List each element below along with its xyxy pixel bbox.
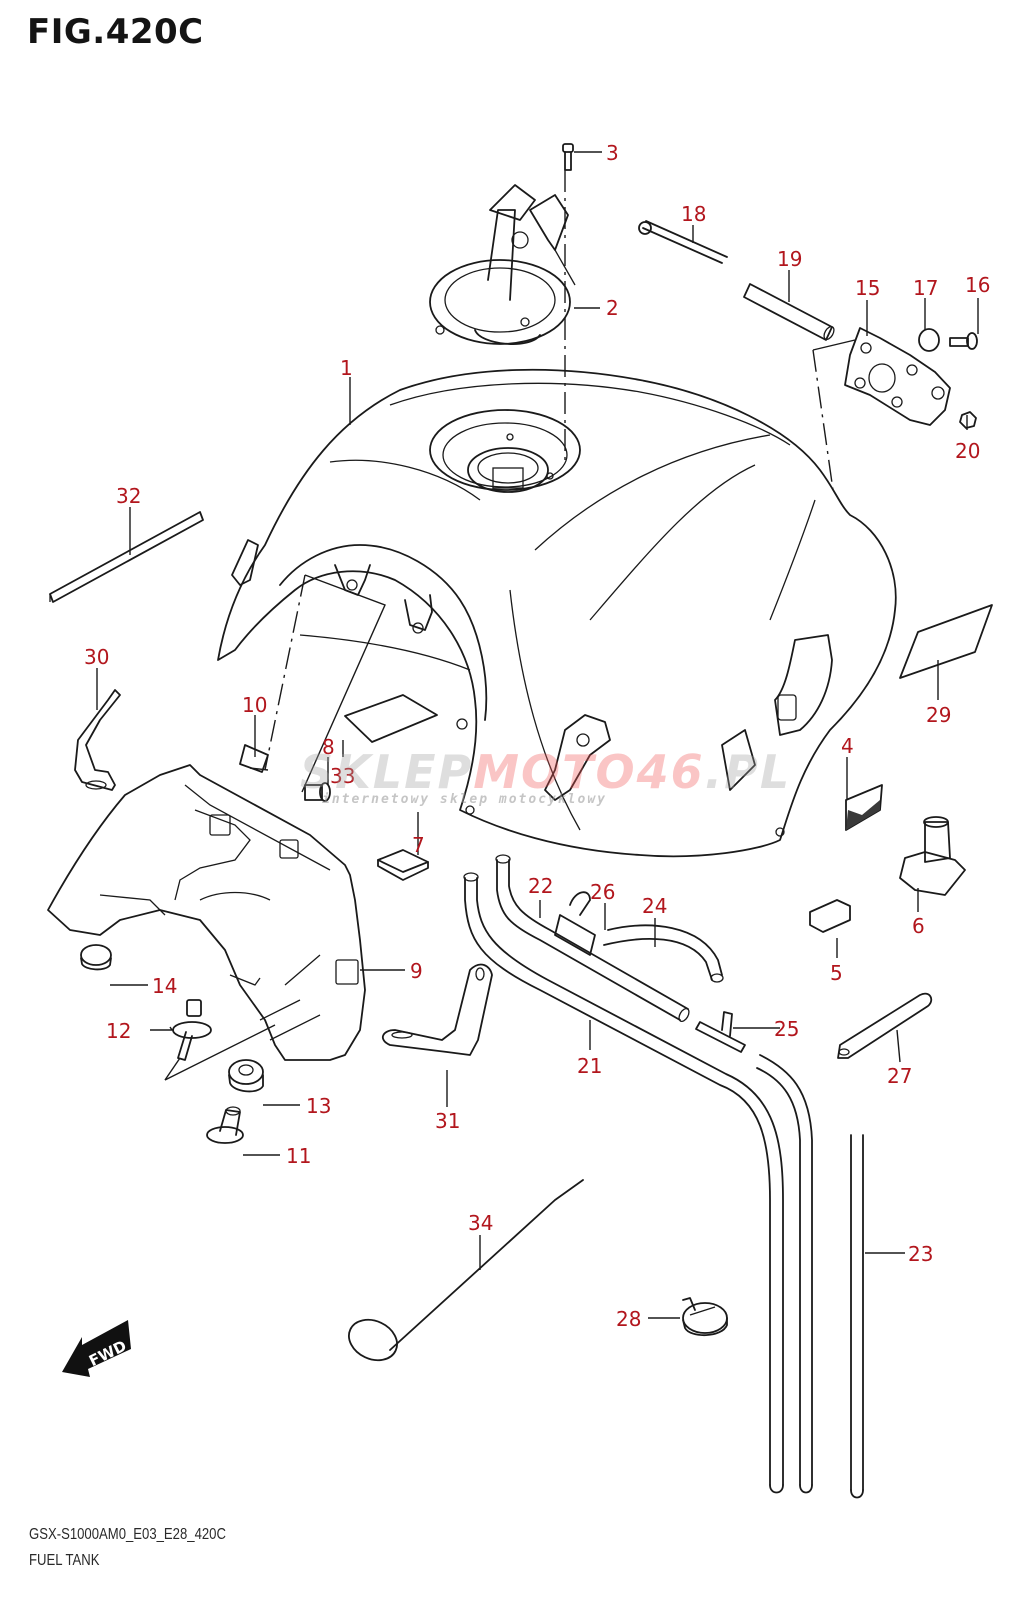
hose-23[interactable] (756, 1054, 864, 1499)
cushion-strip[interactable] (49, 511, 204, 603)
pad[interactable] (377, 849, 429, 881)
callout-19[interactable]: 19 (777, 247, 802, 271)
callout-9[interactable]: 9 (410, 959, 423, 983)
cushion-5[interactable] (809, 899, 851, 933)
callout-5[interactable]: 5 (830, 961, 843, 985)
callout-11[interactable]: 11 (286, 1144, 311, 1168)
callout-29[interactable]: 29 (926, 703, 951, 727)
watermark-brand-gray: SKLEP (300, 745, 474, 799)
figure-code: GSX-S1000AM0_E03_E28_420C (29, 1526, 226, 1543)
callout-15[interactable]: 15 (855, 276, 880, 300)
bolt-16[interactable] (949, 332, 978, 350)
callout-28[interactable]: 28 (616, 1307, 641, 1331)
callout-12[interactable]: 12 (106, 1019, 131, 1043)
figure-name: FUEL TANK (29, 1552, 100, 1569)
long-bolt[interactable] (638, 220, 728, 264)
callout-30[interactable]: 30 (84, 645, 109, 669)
nut-20[interactable] (959, 411, 977, 429)
callout-27[interactable]: 27 (887, 1064, 912, 1088)
leader-lines (96, 151, 979, 1319)
mesh-pad[interactable] (845, 784, 883, 831)
callout-31[interactable]: 31 (435, 1109, 460, 1133)
hose-clamp-sleeve[interactable] (554, 891, 596, 956)
t-joint[interactable] (695, 1011, 746, 1053)
callout-2[interactable]: 2 (606, 296, 619, 320)
clip-nut[interactable] (239, 744, 269, 773)
callout-13[interactable]: 13 (306, 1094, 331, 1118)
callout-21[interactable]: 21 (577, 1054, 602, 1078)
callout-34[interactable]: 34 (468, 1211, 493, 1235)
spacer-pipe[interactable] (743, 283, 836, 341)
cap-bolt[interactable] (562, 143, 574, 171)
callout-8[interactable]: 8 (322, 735, 335, 759)
callout-labels: 1 2 3 4 5 6 7 8 9 10 11 12 13 14 15 16 1… (84, 141, 990, 1331)
tool-hook[interactable] (342, 1179, 584, 1368)
sheet[interactable] (344, 694, 438, 743)
strap[interactable] (837, 992, 933, 1059)
callout-25[interactable]: 25 (774, 1017, 799, 1041)
cushion-grommet[interactable] (80, 944, 112, 971)
figure-title: FIG.420C (27, 12, 204, 52)
fuel-cap-assembly[interactable] (429, 184, 576, 345)
callout-7[interactable]: 7 (412, 833, 425, 857)
bolt-with-washer[interactable] (172, 999, 212, 1061)
callout-3[interactable]: 3 (606, 141, 619, 165)
callout-22[interactable]: 22 (528, 874, 553, 898)
hose-short[interactable] (603, 924, 724, 983)
watermark-logo: SKLEPMOTO46.PL (300, 745, 791, 799)
damper[interactable] (918, 328, 940, 352)
callout-16[interactable]: 16 (965, 273, 990, 297)
callout-14[interactable]: 14 (152, 974, 177, 998)
label-29[interactable] (899, 604, 993, 679)
breather-hose[interactable] (495, 854, 691, 1023)
callout-33[interactable]: 33 (330, 764, 355, 788)
stay[interactable] (74, 689, 121, 791)
alignment-lines (164, 170, 856, 1081)
drain-hose[interactable] (463, 872, 784, 1494)
clamp[interactable] (682, 1297, 728, 1337)
callout-1[interactable]: 1 (340, 356, 353, 380)
callout-32[interactable]: 32 (116, 484, 141, 508)
mounting-bracket[interactable] (844, 327, 951, 426)
callout-10[interactable]: 10 (242, 693, 267, 717)
callout-18[interactable]: 18 (681, 202, 706, 226)
hose-stay[interactable] (381, 963, 493, 1056)
collar[interactable] (206, 1106, 244, 1144)
grommet[interactable] (228, 1059, 264, 1093)
fuel-tank[interactable] (217, 368, 897, 858)
tank-bracket[interactable] (47, 764, 366, 1061)
rubber-cushion[interactable] (899, 816, 966, 896)
callout-24[interactable]: 24 (642, 894, 667, 918)
callout-23[interactable]: 23 (908, 1242, 933, 1266)
callout-26[interactable]: 26 (590, 880, 615, 904)
callout-6[interactable]: 6 (912, 914, 925, 938)
forward-arrow-icon: FWD (62, 1320, 131, 1377)
watermark-brand-suffix: .PL (704, 745, 792, 799)
callout-17[interactable]: 17 (913, 276, 938, 300)
callout-20[interactable]: 20 (955, 439, 980, 463)
watermark-brand-red: MOTO46 (473, 745, 705, 799)
screw-8[interactable] (304, 782, 331, 802)
watermark-tagline: internetowy sklep motocyklowy (322, 792, 607, 807)
callout-4[interactable]: 4 (841, 734, 854, 758)
